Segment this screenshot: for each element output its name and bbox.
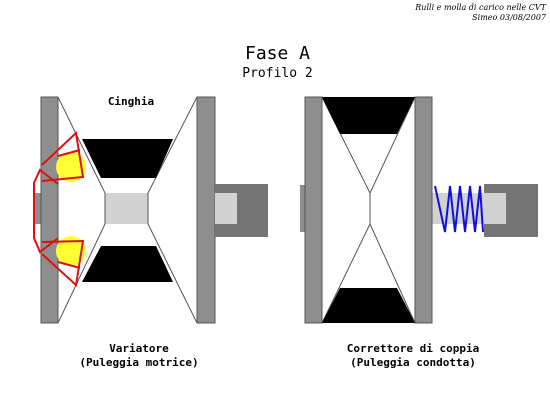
phase-title: Fase A — [244, 43, 311, 64]
ramp-top — [41, 130, 85, 182]
drive-belt-top — [82, 139, 173, 178]
driven-plate-left — [304, 96, 323, 324]
ramp-plate-outline — [33, 168, 59, 254]
belt-label: Cinghia — [107, 95, 155, 108]
drive-caption-line2: (Puleggia motrice) — [79, 356, 199, 369]
drive-pulley — [33, 96, 268, 324]
driven-hub-bore — [484, 193, 506, 224]
credit-date: Simeo 03/08/2007 — [472, 13, 546, 22]
credit-title: Rulli e molla di carico nelle CVT — [415, 3, 546, 12]
drive-caption-line1: Variatore — [109, 342, 169, 355]
driven-caption-line2: (Puleggia condotta) — [350, 356, 476, 369]
driven-pulley — [300, 96, 538, 324]
torque-spring — [434, 185, 484, 233]
roller-top — [56, 152, 86, 182]
drive-sheave-left — [57, 96, 106, 324]
driven-belt-bottom — [322, 288, 415, 323]
driven-belt-top — [322, 97, 415, 134]
ramp-bottom — [41, 239, 85, 287]
drive-belt-bottom — [82, 246, 173, 282]
profile-subtitle: Profilo 2 — [242, 66, 313, 81]
driven-caption-line1: Correttore di coppia — [346, 342, 480, 355]
driven-plate-right — [414, 96, 433, 324]
drive-hub-bore — [215, 193, 237, 224]
drive-plate-left — [40, 96, 59, 324]
drive-sheave-right — [147, 96, 198, 324]
roller-bottom — [56, 236, 86, 266]
drive-shaft-end — [33, 193, 41, 224]
drive-plate-right — [196, 96, 216, 324]
